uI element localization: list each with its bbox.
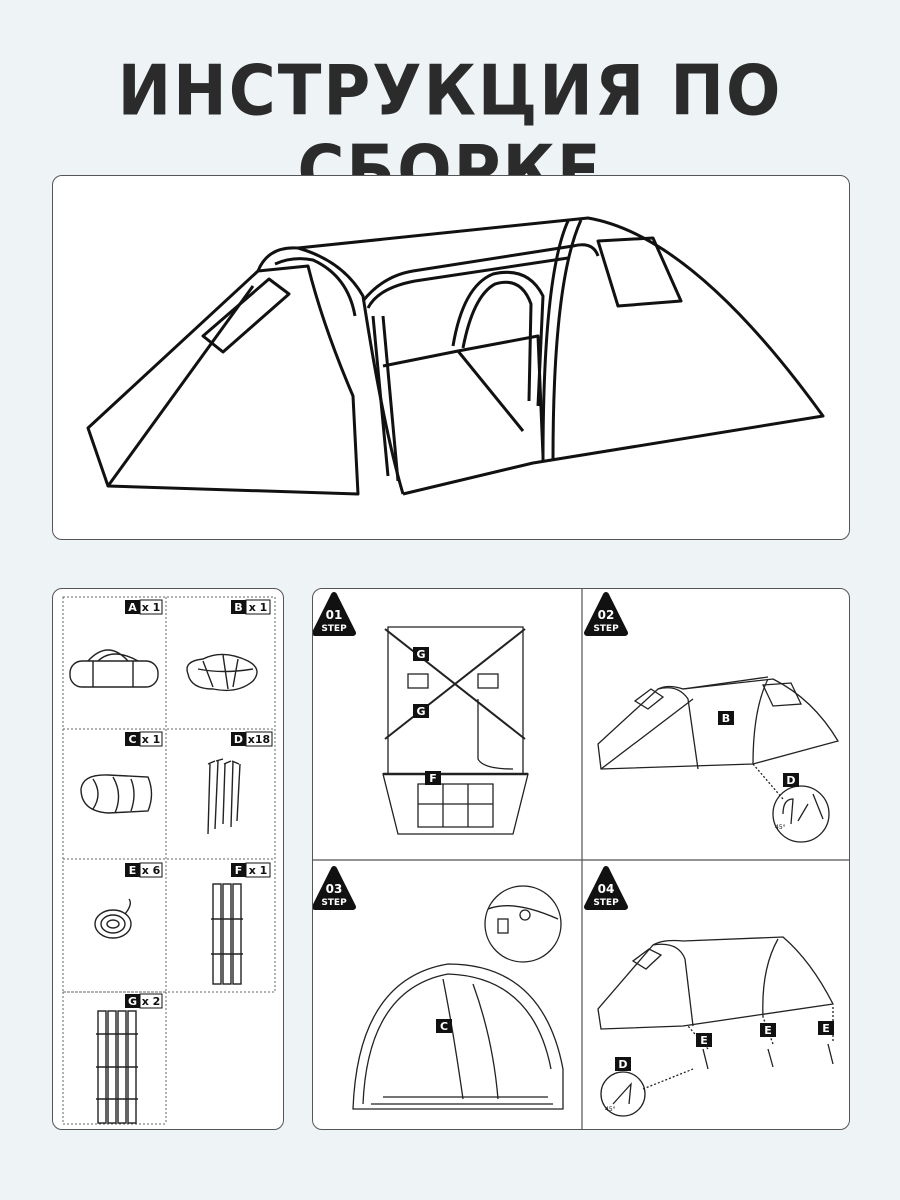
svg-text:F: F	[235, 864, 243, 877]
step-01-floorplan	[382, 626, 529, 835]
svg-text:E: E	[700, 1034, 708, 1047]
step-01-label-f: F	[425, 771, 441, 785]
step-04-tent	[597, 936, 834, 1117]
page-title: ИНСТРУКЦИЯ ПО СБОРКЕ	[117, 52, 783, 212]
part-label-a: A x 1	[125, 599, 163, 615]
carry-bag-icon	[69, 649, 159, 688]
step-01-label-g1: G	[413, 647, 429, 661]
svg-text:A: A	[128, 601, 137, 614]
guy-ropes-icon	[94, 898, 132, 939]
svg-text:04: 04	[598, 882, 615, 896]
rolled-flysheet-icon	[80, 774, 153, 814]
svg-text:C: C	[440, 1020, 448, 1033]
svg-text:x 6: x 6	[142, 864, 161, 877]
svg-text:G: G	[128, 995, 137, 1008]
parts-grid: A x 1 B x 1 C x 1 D x18 E x 6	[62, 596, 276, 1125]
svg-text:03: 03	[326, 882, 343, 896]
step-04-label-e1: E	[696, 1033, 712, 1047]
step-02-label-b: B	[718, 711, 734, 725]
step-03-arch	[352, 885, 564, 1110]
svg-text:01: 01	[326, 608, 343, 622]
g-poles-icon	[96, 1010, 138, 1124]
tent-pegs-icon	[207, 758, 241, 835]
svg-text:x 1: x 1	[249, 601, 268, 614]
part-label-d: D x18	[231, 731, 273, 747]
svg-text:x 1: x 1	[142, 733, 161, 746]
svg-text:STEP: STEP	[593, 624, 619, 634]
part-label-f: F x 1	[231, 862, 271, 878]
svg-text:B: B	[722, 712, 730, 725]
rolled-tent-icon	[186, 653, 258, 692]
svg-text:STEP: STEP	[321, 898, 347, 908]
parts-list-panel: A x 1 B x 1 C x 1 D x18 E x 6	[52, 588, 284, 1130]
svg-text:F: F	[429, 772, 437, 785]
step-02-angle: 45°	[775, 824, 786, 831]
svg-text:x 1: x 1	[142, 601, 161, 614]
tent-overview-panel	[52, 175, 850, 540]
svg-text:B: B	[234, 601, 242, 614]
step-04-label-e2: E	[760, 1023, 776, 1037]
svg-text:02: 02	[598, 608, 615, 622]
steps-grid: 01 STEP 02 STEP 03 STEP 04 STEP	[313, 589, 849, 1129]
svg-text:E: E	[129, 864, 137, 877]
svg-text:STEP: STEP	[593, 898, 619, 908]
part-label-g: G x 2	[125, 993, 163, 1009]
svg-text:x 1: x 1	[249, 864, 268, 877]
svg-text:D: D	[234, 733, 243, 746]
step-02-label-d: D	[783, 773, 799, 787]
step-01-badge: 01 STEP	[313, 592, 356, 636]
svg-text:G: G	[416, 648, 425, 661]
step-02-tent	[597, 676, 839, 843]
step-04-label-d: D	[615, 1057, 631, 1071]
part-label-b: B x 1	[231, 599, 271, 615]
tent-illustration	[86, 216, 825, 496]
step-03-badge: 03 STEP	[313, 866, 356, 910]
step-01-label-g2: G	[413, 704, 429, 718]
svg-text:x18: x18	[248, 733, 270, 746]
svg-text:STEP: STEP	[321, 624, 347, 634]
step-02-badge: 02 STEP	[584, 592, 628, 636]
f-poles-icon	[211, 883, 243, 985]
svg-text:x 2: x 2	[142, 995, 161, 1008]
part-label-e: E x 6	[125, 862, 163, 878]
step-03-label-c: C	[436, 1019, 452, 1033]
step-04-angle: 45°	[605, 1106, 616, 1113]
svg-text:E: E	[822, 1022, 830, 1035]
svg-text:D: D	[618, 1058, 627, 1071]
svg-text:G: G	[416, 705, 425, 718]
step-04-badge: 04 STEP	[584, 866, 628, 910]
step-04-label-e3: E	[818, 1021, 834, 1035]
svg-text:E: E	[764, 1024, 772, 1037]
assembly-steps-panel: 01 STEP 02 STEP 03 STEP 04 STEP	[312, 588, 850, 1130]
part-label-c: C x 1	[125, 731, 163, 747]
svg-text:C: C	[128, 733, 136, 746]
svg-text:D: D	[786, 774, 795, 787]
